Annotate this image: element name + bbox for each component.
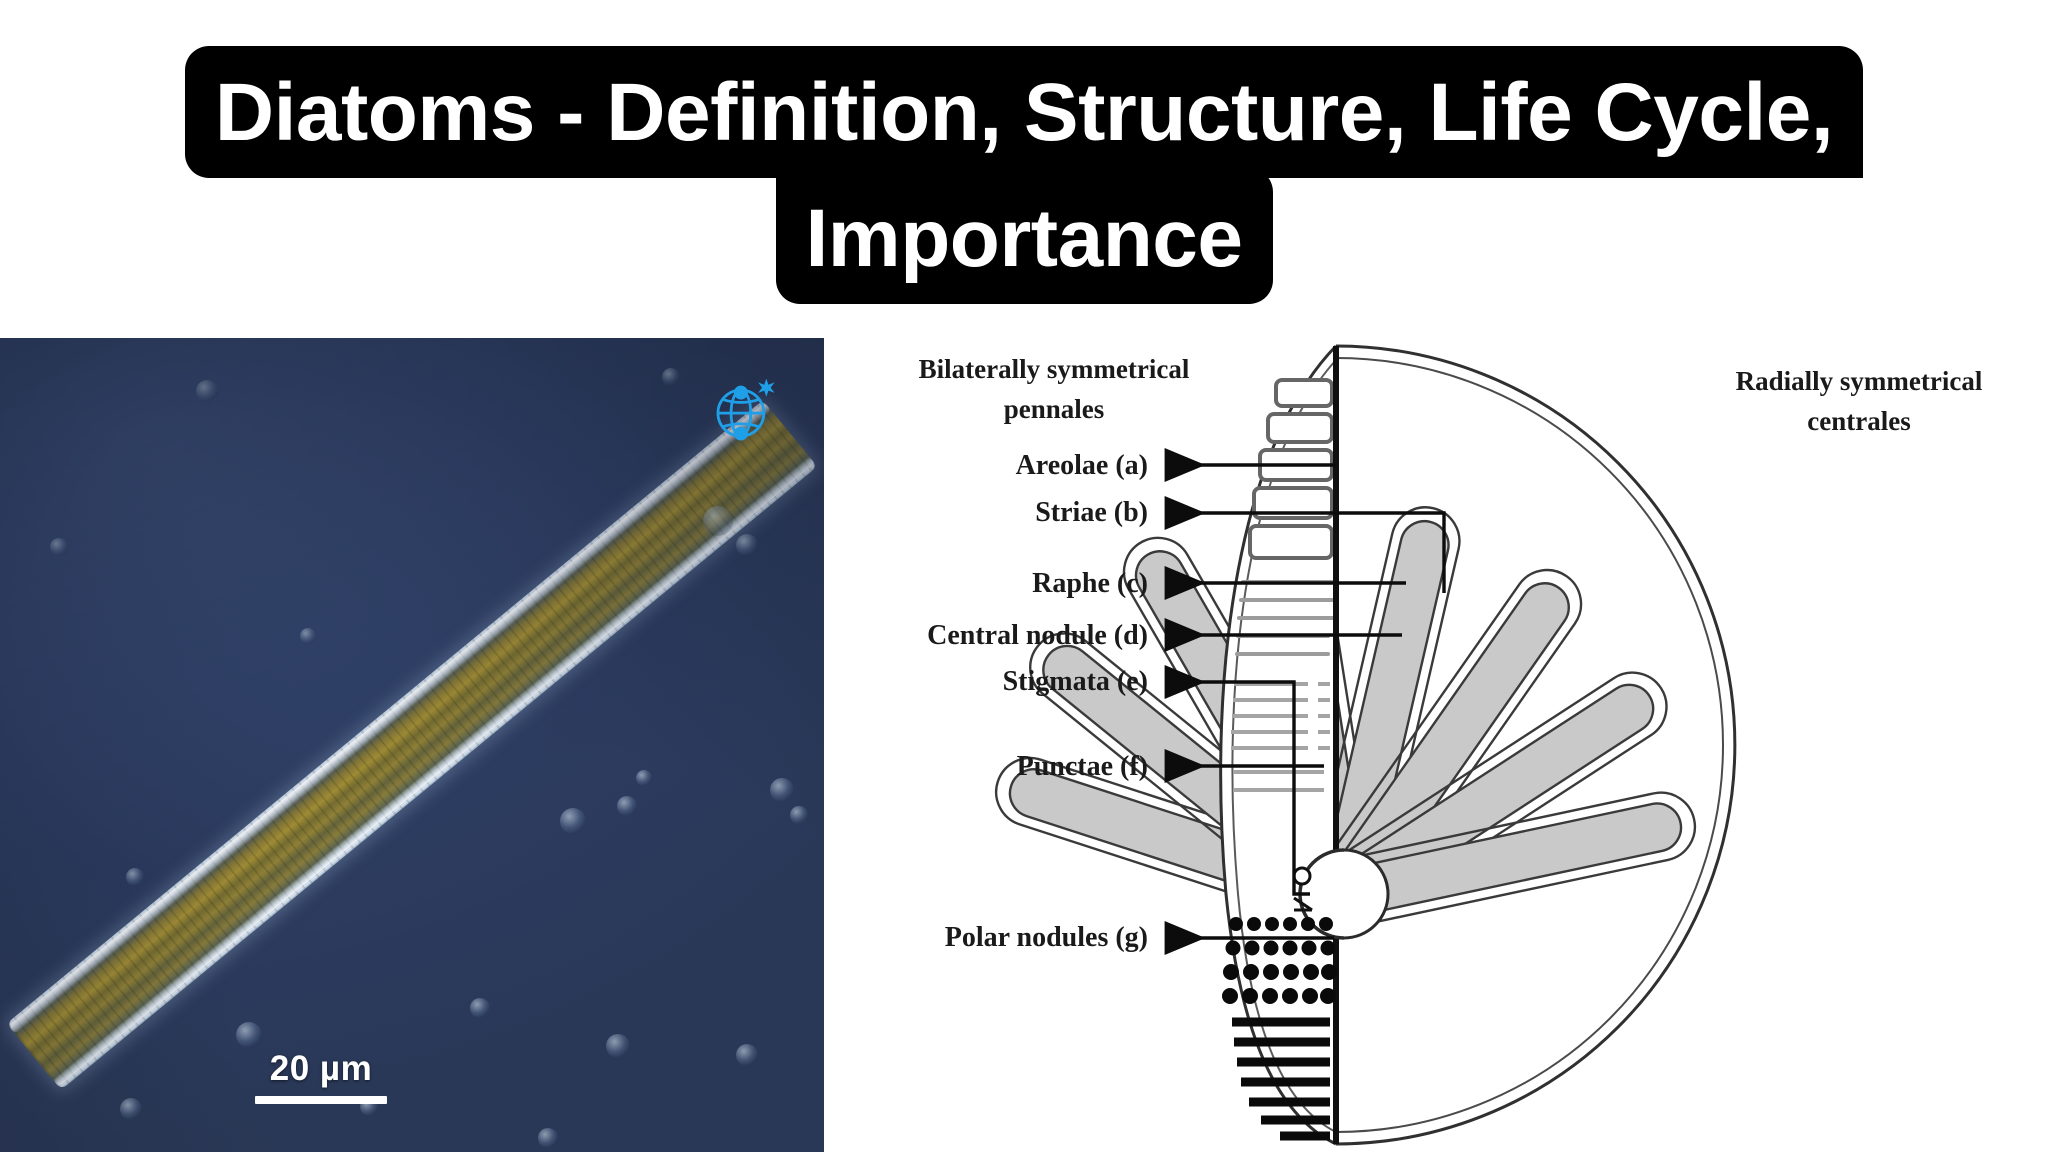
punctae [1222, 917, 1337, 1004]
callout-striae: Striae (b) [1035, 497, 1148, 528]
areola [1252, 486, 1334, 520]
diatom-striae-texture [6, 400, 818, 1090]
leader-striae [1164, 496, 1446, 593]
debris-particle [196, 380, 218, 402]
debris-particle [606, 1034, 630, 1058]
diatom-micrograph-photo: 20 µm [0, 338, 824, 1152]
pennales-valve [1219, 344, 1390, 1146]
debris-particle [790, 806, 808, 824]
petal-outline [1314, 568, 1583, 916]
diatom-schematic: Bilaterally symmetrical pennales Radiall… [824, 338, 2048, 1152]
heading-pennales-1: Bilaterally symmetrical [919, 354, 1190, 384]
petal-outline [1029, 632, 1368, 923]
callout-central-nodule: Central nodule (d) [927, 620, 1148, 651]
areola [1274, 378, 1334, 408]
diatom-cell-body [6, 400, 818, 1090]
punctae-row [1222, 988, 1336, 1004]
heading-pennales-2: pennales [1004, 394, 1105, 424]
callouts: Areolae (a) Striae (b) Raphe (c) Central… [927, 448, 1446, 955]
areola [1248, 524, 1334, 560]
debris-particle [617, 796, 637, 816]
debris-particle [300, 628, 316, 644]
debris-particle [50, 538, 68, 556]
areolae [1248, 378, 1334, 560]
scale-bar-label: 20 µm [269, 1049, 373, 1088]
debris-particle [126, 868, 144, 886]
petal-outline [1323, 671, 1668, 925]
polar-striae [1232, 1017, 1330, 1141]
petal [1319, 519, 1450, 901]
debris-particle [736, 534, 758, 556]
diatom-edge-highlight-bottom [52, 456, 815, 1087]
callout-punctae: Punctae (f) [1017, 751, 1148, 782]
callout-areolae: Areolae (a) [1016, 450, 1148, 481]
petal-outline [1335, 791, 1697, 929]
debris-particle [538, 1128, 558, 1148]
leader-stigmata [1164, 665, 1310, 896]
debris-particle [560, 808, 586, 834]
scale-bar: 20 µm [226, 1049, 416, 1104]
petal-outline [994, 756, 1357, 928]
callout-raphe: Raphe (c) [1032, 568, 1148, 599]
areola [1266, 412, 1334, 444]
debris-particle [636, 770, 652, 786]
heading-centrales-1: Radially symmetrical [1736, 366, 1983, 396]
page-title-line-2: Importance [775, 168, 1273, 304]
globe-icon [716, 378, 775, 441]
diatom-edge-highlight-top [8, 402, 772, 1035]
punctae-row [1229, 917, 1333, 931]
debris-particle [236, 1022, 262, 1048]
debris-particle [120, 1098, 142, 1120]
petal-outline [1122, 536, 1376, 913]
debris-particle [770, 778, 794, 802]
punctae-row [1225, 940, 1336, 956]
heading-centrales-2: centrales [1807, 406, 1910, 436]
punctae-row [1223, 964, 1337, 980]
petal [1337, 802, 1683, 919]
callout-polar-nodules: Polar nodules (g) [945, 922, 1148, 953]
petal-outline [1309, 506, 1461, 904]
centrales-inner-arc [1335, 357, 1724, 1133]
debris-particle [662, 368, 680, 386]
debris-particle [736, 1044, 758, 1066]
debris-particle [470, 998, 490, 1018]
callout-stigmata: Stigmata (e) [1003, 666, 1148, 697]
page-title-block: Diatoms - Definition, Structure, Life Cy… [0, 0, 2048, 322]
scale-bar-line [255, 1096, 387, 1104]
page-title-line-1: Diatoms - Definition, Structure, Life Cy… [184, 46, 1864, 178]
